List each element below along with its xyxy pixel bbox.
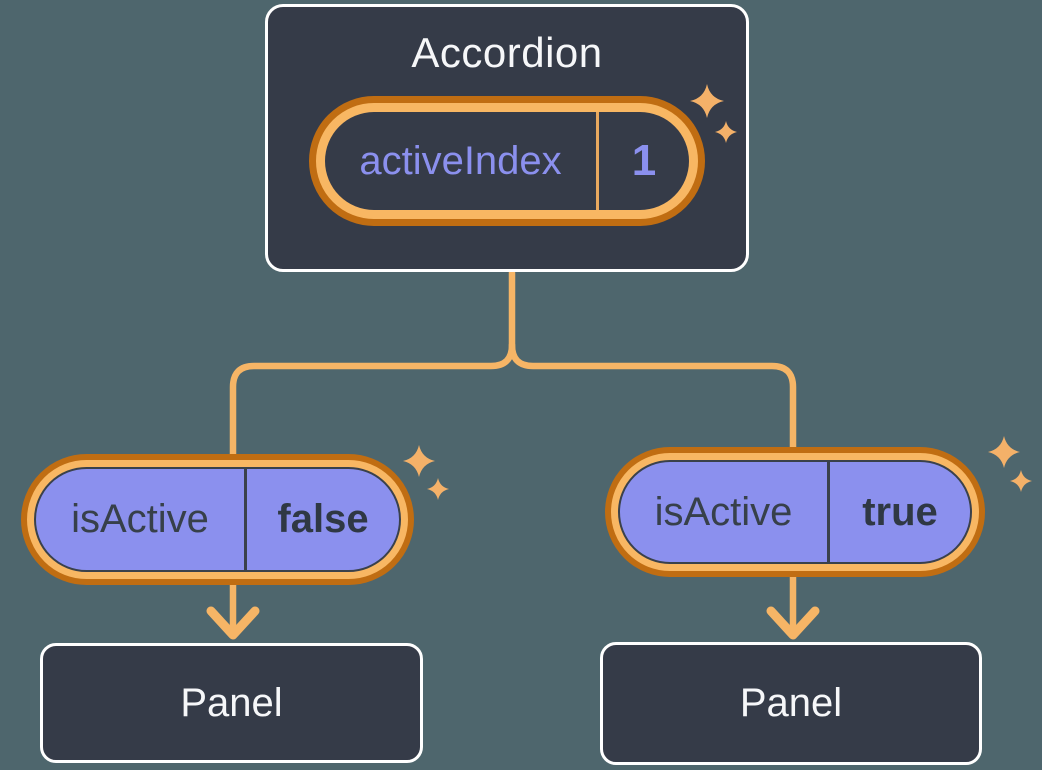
prop-pill-isactive-false: isActive false [21, 454, 414, 585]
component-title: Panel [739, 681, 843, 725]
state-value: 1 [631, 136, 657, 185]
panel-component-box-right: Panel [600, 642, 982, 765]
arrowhead-right-icon [766, 606, 820, 640]
prop-value: true [862, 489, 938, 534]
prop-pill-isactive-true: isActive true [605, 447, 985, 577]
sparkle-icon [988, 436, 1032, 492]
sparkle-icon [403, 445, 449, 500]
prop-value: false [277, 497, 369, 541]
prop-name-label: isActive [71, 497, 209, 541]
prop-pill-divider [827, 462, 830, 562]
accordion-component-box: Accordion activeIndex 1 [265, 4, 749, 272]
state-pill-divider [596, 112, 599, 210]
arrowhead-left-icon [206, 606, 260, 640]
panel-component-box-left: Panel [40, 643, 423, 763]
prop-pill-body: isActive true [618, 460, 972, 564]
state-pill-body: activeIndex 1 [325, 112, 689, 210]
state-pill: activeIndex 1 [309, 96, 705, 226]
component-title: Panel [180, 680, 283, 725]
state-name-label: activeIndex [359, 138, 562, 183]
prop-pill-body: isActive false [34, 467, 401, 572]
component-title: Accordion [411, 29, 603, 76]
prop-name-label: isActive [654, 489, 793, 534]
